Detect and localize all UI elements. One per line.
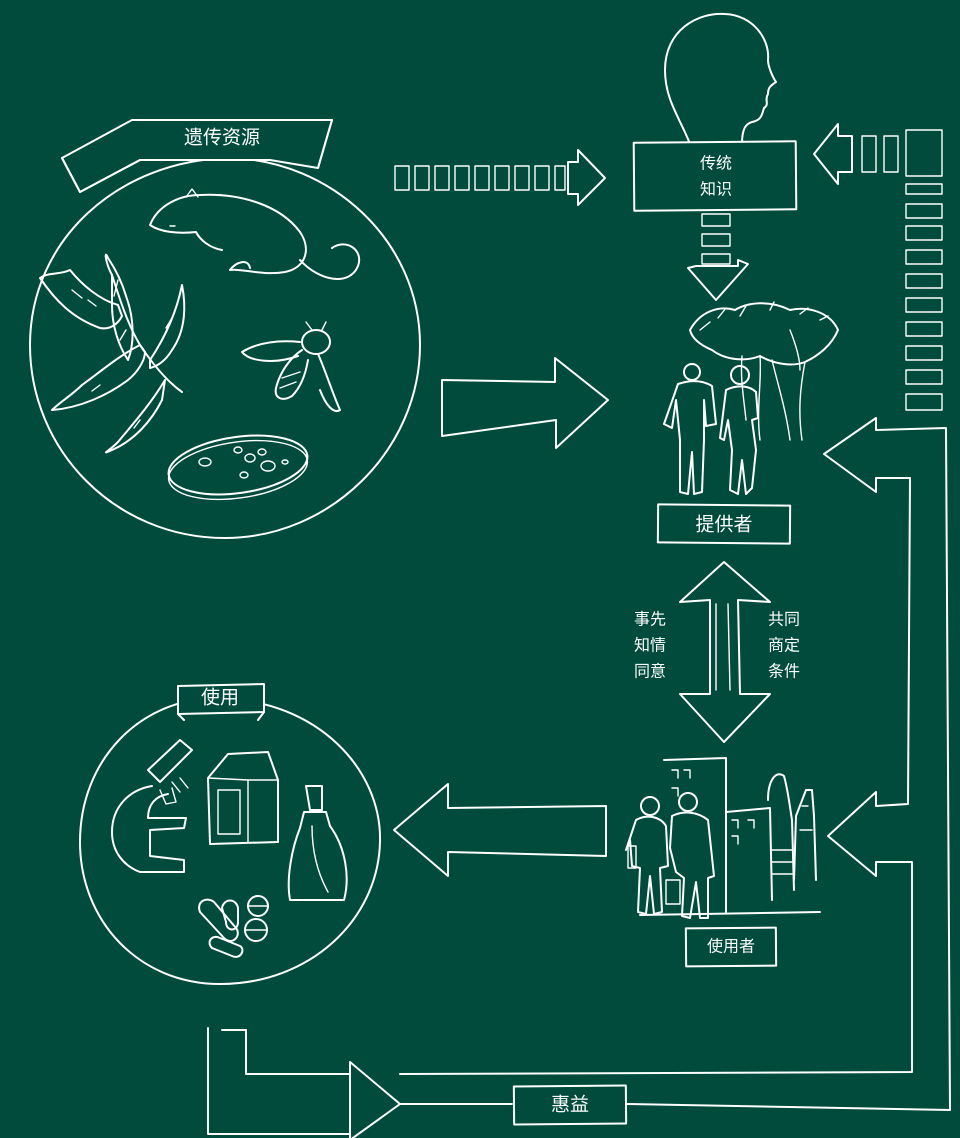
traditional-knowledge-box (634, 141, 797, 210)
double-arrow-provider-user (680, 562, 770, 742)
pic-label-line1: 事先 (634, 610, 666, 629)
nettle-leaves-icon (40, 255, 184, 453)
benefits-label: 惠益 (551, 1094, 589, 1116)
spray-bottle-icon (289, 786, 347, 900)
arrow-gr-to-provider (442, 358, 608, 448)
traditional-knowledge-group: 传统 知识 (634, 14, 797, 211)
pic-label-line2: 知情 (634, 636, 666, 655)
mat-label-line2: 商定 (768, 636, 800, 655)
genetic-resources-circle (30, 158, 420, 538)
traditional-knowledge-label-line1: 传统 (700, 154, 732, 173)
user-woman-icon (626, 797, 668, 914)
trees-icon (690, 302, 838, 440)
milk-carton-icon (208, 752, 278, 844)
genetic-resources-group: 遗传资源 (30, 120, 420, 538)
user-group: 使用者 (626, 758, 820, 966)
mat-label-line1: 共同 (768, 610, 800, 629)
bee-icon (242, 322, 340, 411)
dashed-arrow-benefit-to-tk (814, 124, 942, 410)
genetic-resources-label: 遗传资源 (184, 127, 260, 149)
arrow-user-to-utilization (394, 784, 606, 876)
utilization-group: 使用 (80, 684, 380, 984)
provider-woman-icon (720, 366, 758, 494)
benefit-arrowhead (350, 1062, 400, 1138)
provider-group: 提供者 (658, 302, 838, 544)
microscope-icon (112, 740, 192, 872)
genetic-resources-banner: 遗传资源 (62, 120, 332, 192)
pills-icon (199, 896, 268, 957)
pic-mat-exchange: 事先 知情 同意 共同 商定 条件 (634, 562, 800, 742)
mat-label-line3: 条件 (768, 662, 800, 681)
pic-label-line3: 同意 (634, 662, 666, 681)
head-silhouette-icon (665, 14, 776, 144)
user-label: 使用者 (707, 937, 755, 956)
provider-man-icon (664, 364, 716, 494)
utilization-banner: 使用 (178, 684, 264, 720)
utilization-label: 使用 (201, 687, 239, 709)
dashed-arrow-gr-to-tk (395, 150, 605, 205)
petri-dish-icon (165, 428, 311, 508)
traditional-knowledge-label-line2: 知识 (700, 180, 732, 199)
benefit-loop-arrow: 惠益 (208, 418, 950, 1138)
dashed-arrow-tk-to-provider (688, 214, 748, 300)
user-man-icon (666, 793, 714, 918)
provider-label: 提供者 (695, 514, 752, 536)
rat-icon (150, 189, 359, 279)
